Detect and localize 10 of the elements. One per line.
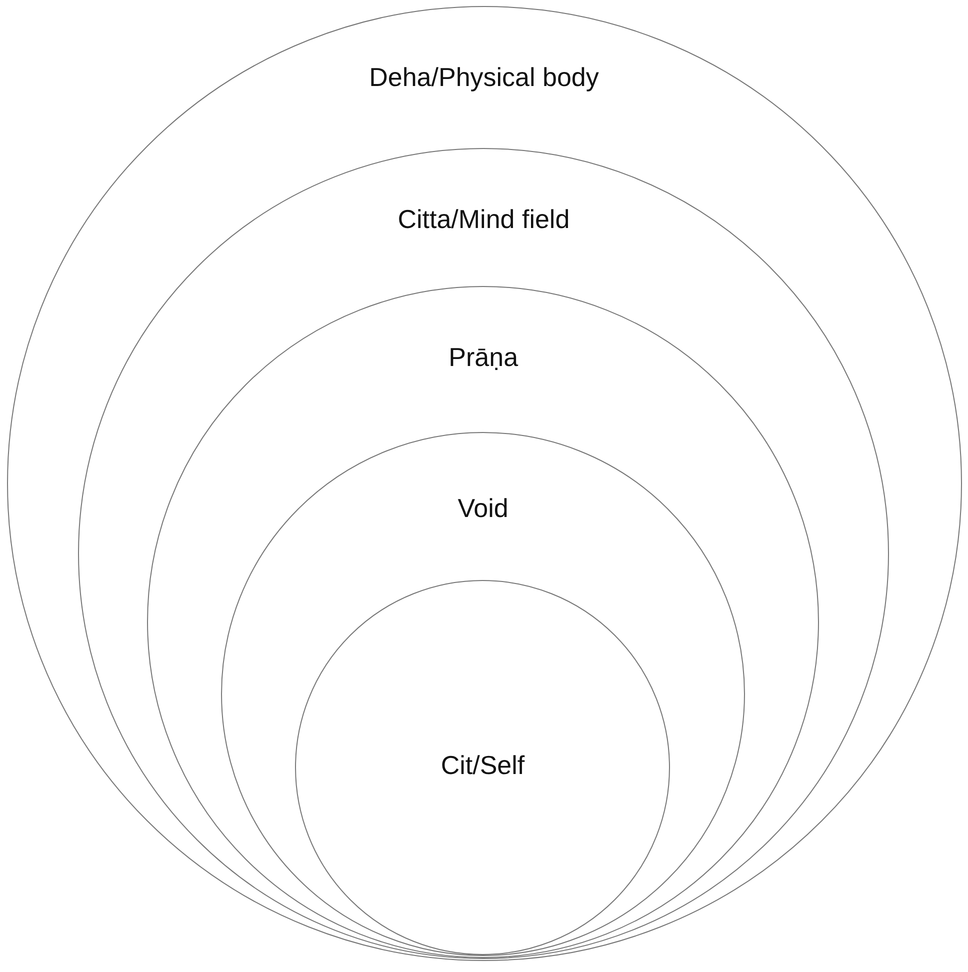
circle [6, 6, 962, 961]
circle [78, 148, 890, 960]
circle-label: Cit/Self [440, 750, 525, 782]
circle [295, 580, 670, 955]
circle [147, 286, 820, 958]
circle-label: Prāṇa [448, 342, 518, 373]
circle [221, 432, 746, 956]
circle-label: Void [458, 493, 508, 524]
circle-label: Citta/Mind field [398, 204, 570, 236]
circle-label: Deha/Physical body [369, 62, 599, 93]
